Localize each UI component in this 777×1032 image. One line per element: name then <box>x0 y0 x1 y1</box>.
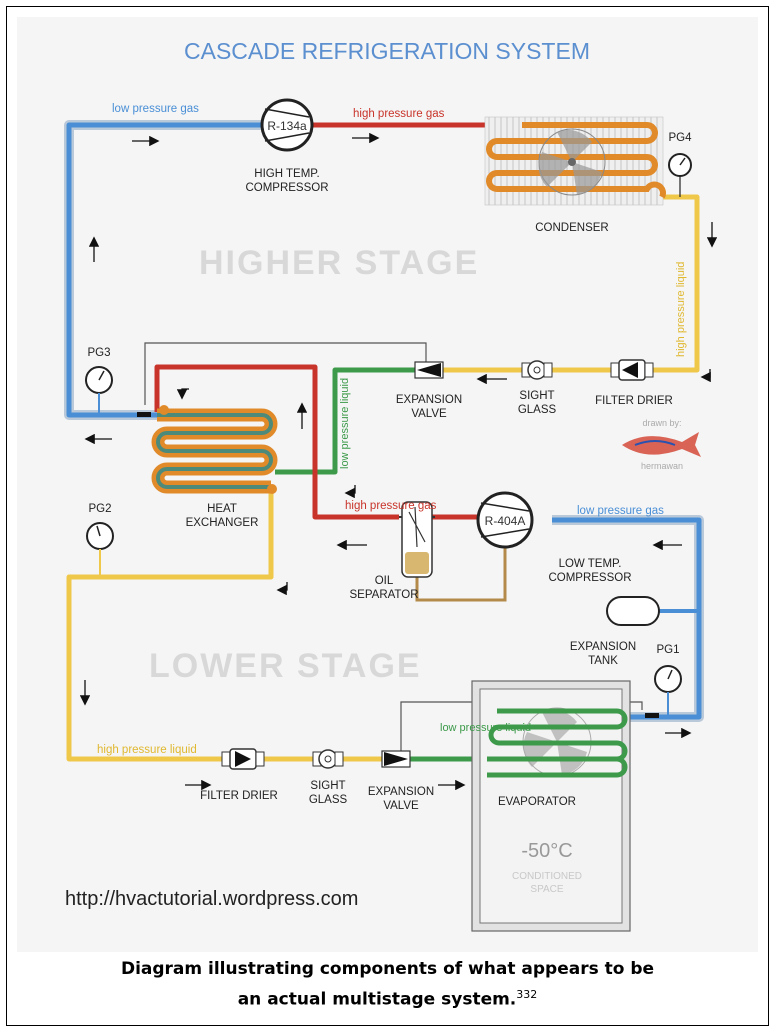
exp-valve-bottom-label-1: EXPANSION <box>368 786 434 798</box>
pressure-gauge-pg2: PG2 <box>86 503 114 577</box>
figure-caption: Diagram illustrating components of what … <box>6 956 769 1013</box>
pg3-label: PG3 <box>87 347 110 359</box>
expansion-tank <box>606 596 660 626</box>
low-comp-label-1: LOW TEMP. <box>559 558 622 570</box>
credit-line-2: hermawan <box>641 461 683 471</box>
higher-stage-label: HIGHER STAGE <box>199 244 479 282</box>
caption-line-2: an actual multistage system. <box>237 989 517 1010</box>
exp-valve-bottom-label-2: VALVE <box>383 800 419 812</box>
low-temp-compressor: R-404A <box>476 491 534 549</box>
label-low-pressure-liquid-bottom: low pressure liquid <box>440 722 531 734</box>
heat-exchanger-label-1: HEAT <box>207 503 237 515</box>
evaporator <box>487 707 659 778</box>
oil-separator <box>399 501 435 578</box>
pg2-label: PG2 <box>88 503 111 515</box>
sight-glass-bottom-label-1: SIGHT <box>310 780 345 792</box>
filter-drier-top-label: FILTER DRIER <box>595 395 673 407</box>
caption-line-1: Diagram illustrating components of what … <box>120 959 655 979</box>
condenser <box>484 116 666 206</box>
low-comp-refrigerant: R-404A <box>485 514 526 528</box>
oil-separator-label-2: SEPARATOR <box>349 589 418 601</box>
filter-drier-bottom <box>221 748 265 770</box>
label-high-pressure-gas-top: high pressure gas <box>353 108 445 120</box>
sight-glass-top-label-1: SIGHT <box>519 390 554 402</box>
label-high-pressure-gas-mid: high pressure gas <box>345 500 437 512</box>
exp-tank-label-1: EXPANSION <box>570 641 636 653</box>
pg1-label: PG1 <box>656 644 679 656</box>
pipe-high-pressure-gas-lower <box>154 364 479 520</box>
exp-valve-top-label-2: VALVE <box>411 408 447 420</box>
sight-glass-bottom <box>312 749 344 769</box>
pg4-label: PG4 <box>668 132 692 144</box>
pipe-low-pressure-liquid-higher <box>275 367 417 475</box>
exp-valve-top-label-1: EXPANSION <box>396 394 462 406</box>
caption-line-2-wrap: an actual multistage system.332 <box>6 982 769 1013</box>
temperature-readout: -50°C <box>521 840 572 862</box>
filter-drier-top <box>610 359 654 381</box>
label-low-pressure-gas-top: low pressure gas <box>112 103 199 115</box>
oil-return-line <box>415 545 507 602</box>
author-credit: drawn by: hermawan <box>622 418 701 471</box>
flow-arrows <box>79 132 718 791</box>
pressure-gauge-pg1: PG1 <box>654 644 682 717</box>
condenser-label: CONDENSER <box>535 222 608 234</box>
cascade-diagram: CASCADE REFRIGERATION SYSTEM HIGHER STAG… <box>17 17 758 952</box>
high-temp-compressor: R-134a <box>260 98 314 152</box>
sight-glass-top-label-2: GLASS <box>518 404 557 416</box>
conditioned-space-label-1: CONDITIONED <box>512 871 582 882</box>
conditioned-space-label-2: SPACE <box>530 884 563 895</box>
low-comp-label-2: COMPRESSOR <box>548 572 631 584</box>
expansion-valve-top <box>414 361 444 379</box>
label-low-pressure-gas-right: low pressure gas <box>577 505 664 517</box>
lower-stage-label: LOWER STAGE <box>149 647 422 685</box>
pressure-gauge-pg4: PG4 <box>668 132 692 197</box>
high-comp-label-2: COMPRESSOR <box>245 182 328 194</box>
caption-reference: 332 <box>516 988 538 1001</box>
sight-glass-bottom-label-2: GLASS <box>309 794 348 806</box>
filter-drier-bottom-label: FILTER DRIER <box>200 790 278 802</box>
fish-logo <box>622 432 701 457</box>
heat-exchanger <box>137 405 278 494</box>
exp-tank-label-2: TANK <box>588 655 618 667</box>
label-low-pressure-liquid-mid: low pressure liquid <box>339 378 351 469</box>
label-high-pressure-liquid-bottom: high pressure liquid <box>97 744 197 756</box>
source-url: http://hvactutorial.wordpress.com <box>65 888 358 910</box>
high-comp-refrigerant: R-134a <box>267 119 307 133</box>
pressure-gauge-pg3: PG3 <box>85 347 113 415</box>
sight-glass-top <box>521 360 553 380</box>
expansion-valve-bottom <box>381 750 411 768</box>
high-comp-label-1: HIGH TEMP. <box>254 168 319 180</box>
heat-exchanger-label-2: EXCHANGER <box>186 517 259 529</box>
valve-sensing-line-top <box>144 342 427 405</box>
label-high-pressure-liquid-right: high pressure liquid <box>675 262 687 357</box>
credit-line-1: drawn by: <box>642 418 681 428</box>
pipe-low-pressure-gas-higher <box>64 120 262 420</box>
oil-separator-label-1: OIL <box>375 575 394 587</box>
evaporator-label: EVAPORATOR <box>498 796 576 808</box>
diagram-title: CASCADE REFRIGERATION SYSTEM <box>184 38 590 64</box>
